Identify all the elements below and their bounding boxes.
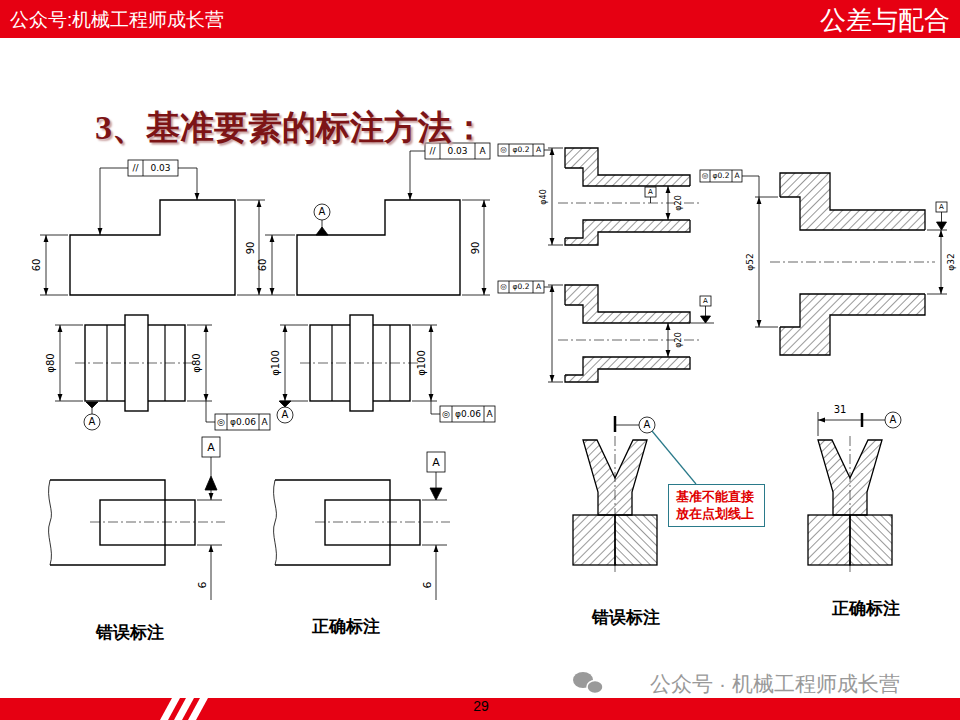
callout-leader — [652, 431, 696, 484]
dimension-text: 6 — [197, 582, 208, 589]
slide-title: 3、基准要素的标注方法： — [95, 111, 486, 145]
datum-letter: A — [734, 172, 739, 180]
watermark: 公众号 · 机械工程师成长营 — [650, 673, 900, 694]
dimension-text: 90 — [246, 242, 256, 255]
header-bar — [0, 0, 960, 38]
drawings — [40, 143, 947, 600]
dimension-text: 6 — [422, 582, 433, 589]
header-text: 公众号:机械工程师成长营 — [10, 10, 224, 29]
dimension-text: 90 — [471, 242, 481, 255]
datum-letter: A — [648, 189, 653, 196]
datum-letter: A — [432, 457, 440, 468]
header-topic: 公差与配合 — [820, 7, 950, 33]
tolerance-symbol: ◎ — [500, 283, 507, 291]
dimension-text: φ100 — [417, 350, 427, 376]
datum-letter: A — [644, 420, 651, 430]
callout-text: 基准不能直接放在点划线上 — [676, 489, 758, 523]
datum-letter: A — [486, 410, 492, 419]
tolerance-value: φ0.2 — [513, 283, 530, 291]
dimension-text: φ100 — [271, 350, 281, 376]
caption-wrong: 错误标注 — [592, 609, 660, 626]
datum-letter: A — [536, 146, 541, 154]
dimension-text: 60 — [32, 259, 42, 272]
dimension-text: φ80 — [46, 353, 56, 372]
tolerance-value: φ0.06 — [230, 418, 256, 427]
datum-letter: A — [890, 415, 897, 425]
dimension-text: φ20 — [675, 331, 683, 348]
dimension-text: φ32 — [947, 253, 956, 270]
tolerance-value: φ0.06 — [455, 410, 481, 419]
datum-letter: A — [282, 410, 289, 420]
dimension-text: φ40 — [540, 189, 548, 204]
tolerance-symbol: ◎ — [217, 418, 225, 427]
datum-letter: A — [703, 298, 708, 305]
datum-letter: A — [939, 204, 944, 211]
datum-letter: A — [261, 418, 267, 427]
tolerance-symbol: // — [132, 164, 138, 173]
tolerance-value: φ0.2 — [713, 172, 730, 180]
tolerance-symbol: // — [429, 147, 435, 156]
datum-letter: A — [207, 442, 215, 453]
datum-letter: A — [89, 417, 96, 427]
footer-bar — [0, 698, 960, 720]
tolerance-symbol: ◎ — [500, 146, 507, 154]
tolerance-symbol: ◎ — [702, 172, 709, 180]
datum-letter: A — [536, 283, 541, 291]
callout-box: 基准不能直接放在点划线上 — [668, 484, 765, 527]
tolerance-value: 0.03 — [150, 164, 170, 173]
caption-wrong: 错误标注 — [96, 624, 164, 641]
page-number: 29 — [473, 699, 489, 713]
tolerance-value: 0.03 — [447, 147, 467, 156]
wechat-icon — [573, 672, 603, 694]
datum-letter: A — [479, 147, 485, 156]
dimension-text: 31 — [834, 405, 847, 415]
dimension-text: φ80 — [192, 353, 202, 372]
tolerance-value: φ0.2 — [513, 146, 530, 154]
caption-correct: 正确标注 — [312, 618, 380, 635]
tolerance-symbol: ◎ — [442, 410, 450, 419]
dimension-text: 60 — [258, 259, 268, 272]
footer-stripes — [160, 698, 208, 720]
caption-correct: 正确标注 — [832, 600, 900, 617]
dimension-text: φ20 — [675, 194, 683, 211]
dimension-text: φ52 — [746, 253, 755, 270]
datum-letter: A — [319, 207, 326, 217]
